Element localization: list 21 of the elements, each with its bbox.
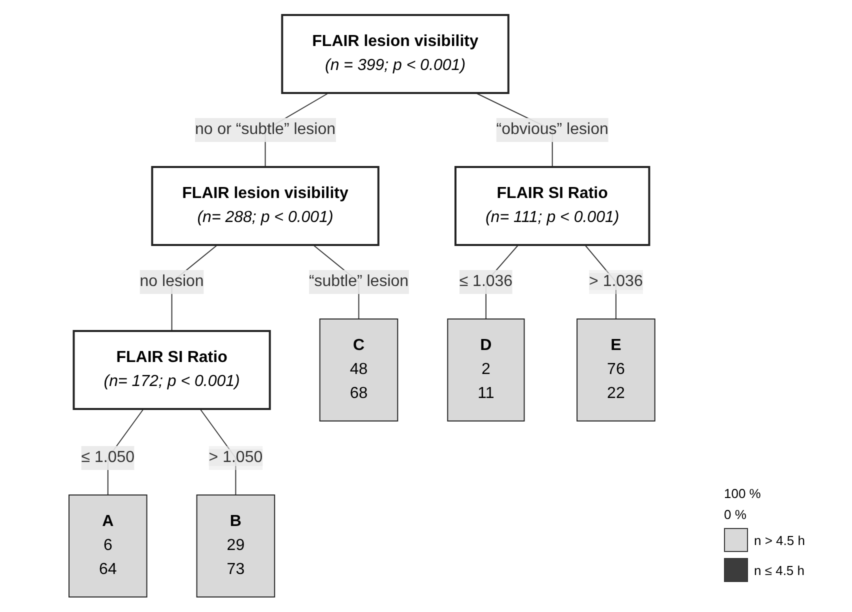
node-box: E 76 22 [576,318,656,422]
scale-label: 0 % [724,507,748,522]
edge-label: > 1.036 [589,272,643,290]
edge-label: ≤ 1.036 [459,272,513,290]
legend-label: n > 4.5 h [754,532,805,548]
node-box: B 29 73 [196,494,276,598]
legend-label: n ≤ 4.5 h [754,562,805,578]
node-box: FLAIR lesion visibility (n = 399; p < 0.001) [281,14,510,94]
node-box: FLAIR lesion visibility (n= 288; p < 0.001) [151,166,380,246]
edge-label: “subtle” lesion [309,272,409,290]
node-box: FLAIR SI Ratio (n= 172; p < 0.001) [72,330,271,410]
scale-label: 100 % [724,486,762,501]
edge-label: “obvious” lesion [496,120,608,138]
node-box: C 48 68 [319,318,398,422]
edge-label: ≤ 1.050 [81,448,135,466]
node-box: A 6 64 [68,494,148,598]
node-box: FLAIR SI Ratio (n= 111; p < 0.001) [454,166,650,246]
edge-label: no or “subtle” lesion [195,120,336,138]
edge-label: no lesion [140,272,204,290]
node-box: D 2 11 [447,318,525,422]
edge-label: > 1.050 [208,448,263,466]
